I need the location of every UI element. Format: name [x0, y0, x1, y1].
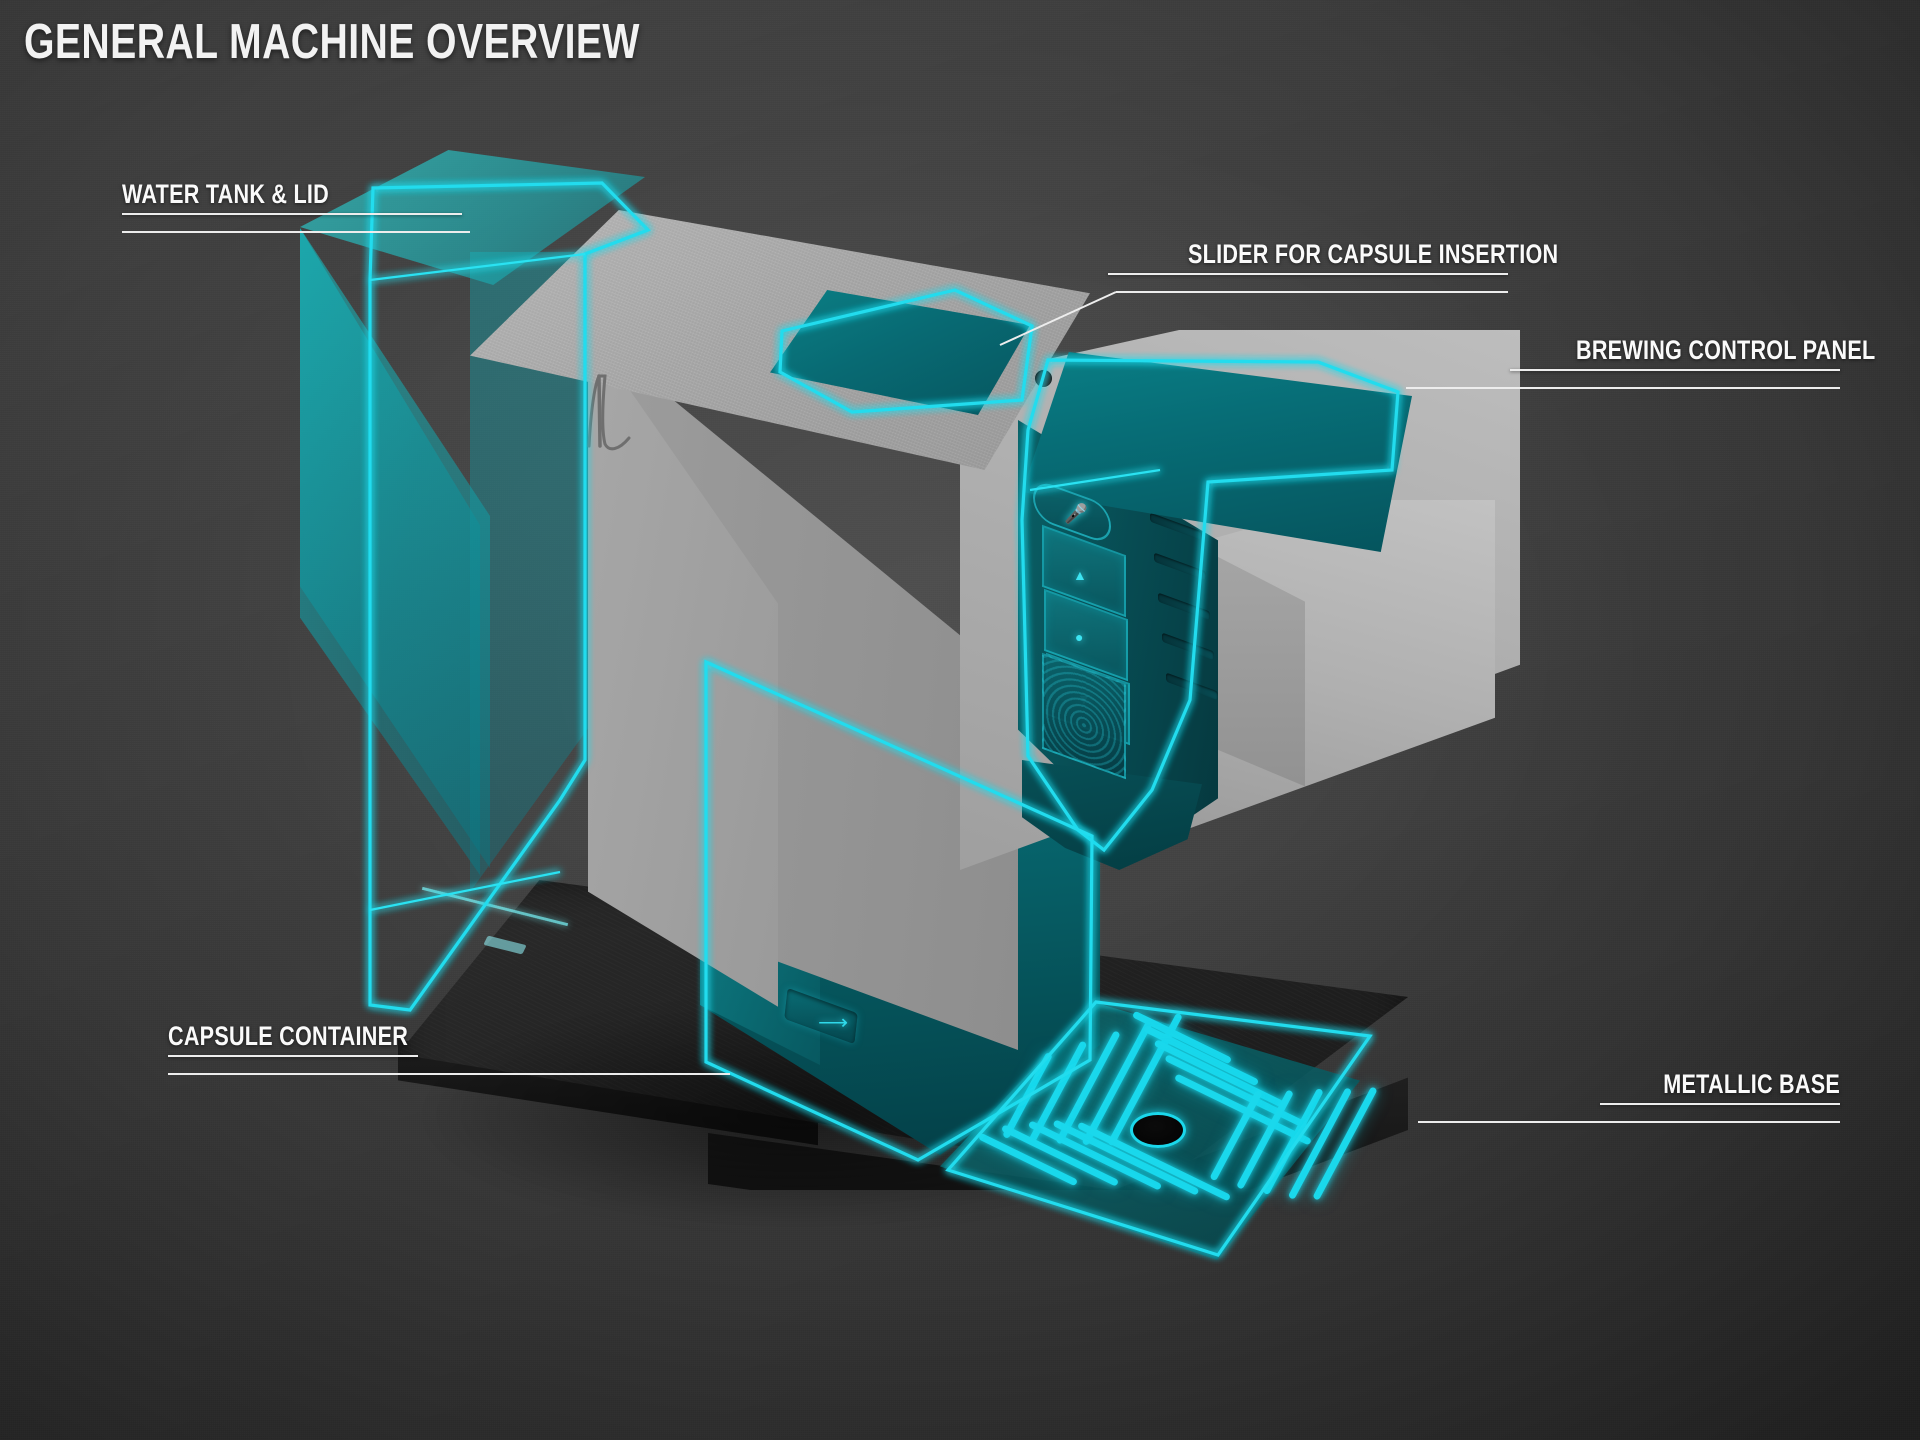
vent-slot [1158, 592, 1210, 621]
callout-water-tank-rule [122, 213, 462, 216]
callout-capsule-container[interactable]: CAPSULE CONTAINER [168, 1021, 418, 1058]
vent-slot [1166, 672, 1218, 701]
callout-metallic-base-rule [1600, 1103, 1840, 1106]
vent-slot [1162, 632, 1214, 661]
callout-slider-label: SLIDER FOR CAPSULE INSERTION [1188, 239, 1559, 269]
microphone-icon: 🎤 [1064, 504, 1088, 525]
dot-icon: ● [1075, 629, 1084, 645]
drip-hole-icon [1130, 1112, 1186, 1148]
power-dot-icon[interactable] [1035, 370, 1052, 387]
drip-tray-grille[interactable] [940, 1000, 1378, 1260]
page-title: GENERAL MACHINE OVERVIEW [24, 15, 640, 69]
callout-water-tank[interactable]: WATER TANK & LID [122, 179, 462, 216]
callout-brewing-control-panel-label: BREWING CONTROL PANEL [1576, 335, 1876, 365]
callout-slider-rule [1108, 273, 1508, 276]
callout-brewing-control-panel[interactable]: BREWING CONTROL PANEL [1510, 335, 1876, 372]
arrow-right-icon: ⟶ [818, 1011, 849, 1034]
callout-capsule-container-rule [168, 1055, 418, 1058]
nespresso-n-logo [587, 374, 631, 451]
callout-metallic-base-label: METALLIC BASE [1663, 1069, 1840, 1099]
callout-metallic-base[interactable]: METALLIC BASE [1600, 1069, 1840, 1106]
vent-slot [1154, 552, 1206, 581]
callout-water-tank-label: WATER TANK & LID [122, 179, 330, 209]
chevron-up-icon: ▲ [1073, 567, 1087, 583]
callout-capsule-container-label: CAPSULE CONTAINER [168, 1021, 409, 1051]
water-tank-front-face[interactable] [300, 228, 490, 868]
callout-slider[interactable]: SLIDER FOR CAPSULE INSERTION [1108, 239, 1559, 276]
callout-brewing-control-panel-rule [1510, 369, 1840, 372]
